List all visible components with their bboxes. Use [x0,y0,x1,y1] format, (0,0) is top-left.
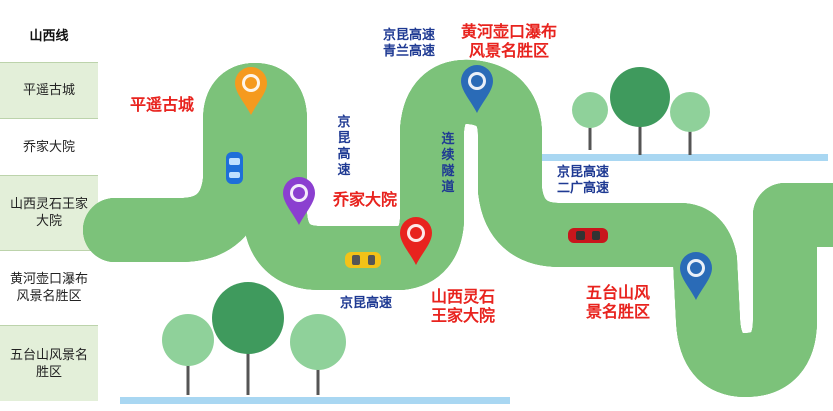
sidebar-title: 山西线 [29,28,69,44]
red-car-icon [568,228,608,243]
wutai-label: 五台山风景名胜区 [585,283,650,322]
wangjia-pin-icon [400,217,432,265]
sidebar-item-wangjia[interactable]: 山西灵石王家大院 [0,176,98,250]
hukou-label: 黄河壶口瀑布风景名胜区 [460,22,557,61]
sidebar-item-label: 乔家大院 [22,139,75,155]
sidebar-item-qiaojia[interactable]: 乔家大院 [0,119,98,175]
river-strip [120,397,510,404]
pingyao-label: 平遥古城 [130,95,195,114]
jingkun-bottom-label: 京昆高速 [340,296,393,311]
route-sidebar: 山西线 平遥古城 乔家大院 山西灵石王家大院 黄河壶口瀑布风景名胜区 五台山风景… [0,0,98,411]
hukou-pin-icon [461,65,493,113]
qiaojia-label: 乔家大院 [333,190,398,209]
tree-icon [610,67,670,155]
tree-icon [670,92,710,155]
blue-car-icon [226,152,243,184]
wangjia-label: 山西灵石王家大院 [430,287,495,326]
jingkun-qinglan-label: 京昆高速青兰高速 [382,28,435,59]
tree-icon [290,314,346,395]
jingkun-vertical-label: 京昆高速 [337,115,351,178]
sidebar-item-pingyao[interactable]: 平遥古城 [0,63,98,118]
sidebar-item-label: 黄河壶口瀑布风景名胜区 [9,272,88,304]
tree-icon [212,282,284,395]
jingkun-erguang-label: 京昆高速二广高速 [556,165,609,196]
wutai-pin-icon [680,252,712,300]
sidebar-item-wutai[interactable]: 五台山风景名胜区 [0,326,98,401]
sidebar-item-hukou[interactable]: 黄河壶口瀑布风景名胜区 [0,251,98,325]
tree-icon [162,314,214,395]
tree-icon [572,92,608,150]
yellow-car-icon [345,252,381,268]
sidebar-item-label: 五台山风景名胜区 [9,347,88,380]
pingyao-pin-icon [235,67,267,115]
river-strip [536,154,828,161]
sidebar-item-label: 平遥古城 [22,83,75,98]
sidebar-item-label: 山西灵石王家大院 [9,197,88,229]
tunnel-label: 连续隧道 [441,132,455,195]
qiaojia-pin-icon [283,177,315,225]
